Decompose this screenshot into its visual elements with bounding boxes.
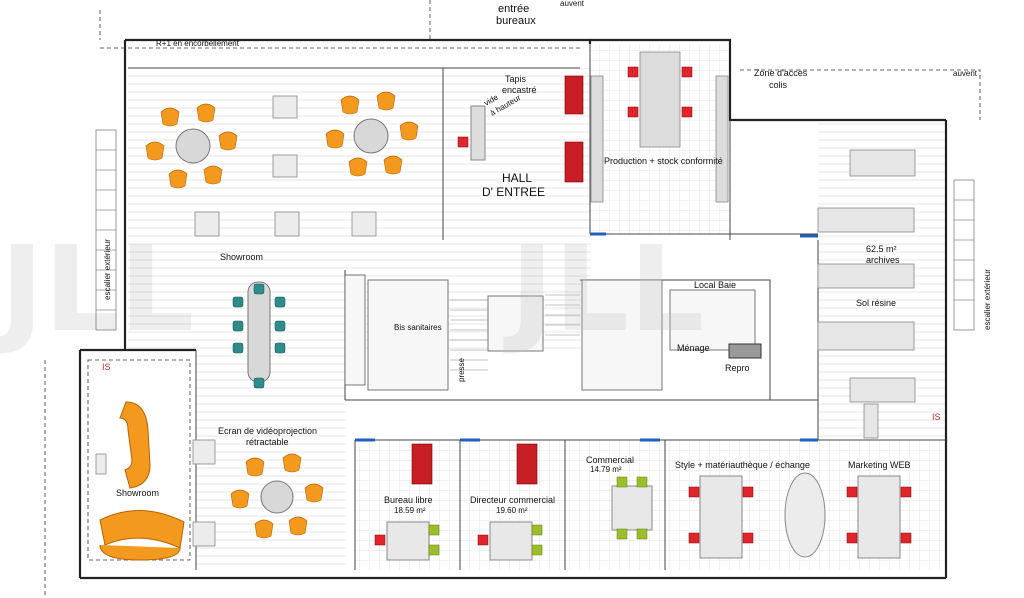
label-showroom-main: Showroom	[220, 252, 263, 262]
conference-table	[232, 281, 286, 389]
reception-desk	[99, 401, 185, 561]
stair-steps	[450, 294, 580, 371]
label-escalier-left: escalier extérieur	[103, 239, 112, 300]
label-auvent-top: auvent	[560, 0, 585, 8]
label-presse: presse	[457, 357, 466, 382]
production-shelving	[590, 51, 729, 203]
directeur-furniture	[477, 521, 543, 561]
hall-desk	[457, 105, 486, 161]
central-core	[344, 274, 756, 391]
label-escalier-right: escalier extérieur	[983, 269, 992, 330]
label-ecran-1: Ecran de vidéoprojection	[218, 426, 317, 436]
label-hall-1: HALL	[502, 171, 532, 185]
style-furniture	[688, 472, 826, 559]
label-marketing: Marketing WEB	[848, 460, 911, 470]
label-archives-area: 62.5 m²	[866, 244, 897, 254]
label-is-right: IS	[932, 412, 941, 422]
label-auvent-right: auvent	[953, 69, 978, 78]
windows	[355, 232, 818, 442]
label-r1: R+1 en encorbellement	[156, 39, 240, 48]
archive-shelving	[817, 149, 916, 439]
label-repro: Repro	[725, 363, 750, 373]
label-commercial: Commercial	[586, 455, 634, 465]
showroom-floor-lower	[196, 350, 346, 570]
label-directeur: Directeur commercial	[470, 495, 555, 505]
exterior-walls	[78, 38, 948, 580]
label-encastre: encastré	[502, 85, 537, 95]
copier	[728, 343, 762, 359]
label-showroom-lower: Showroom	[116, 488, 159, 498]
display-cabinets	[95, 95, 377, 547]
label-hall-2: D' ENTREE	[482, 185, 545, 199]
dashed-outline	[44, 0, 981, 598]
bureau-libre-furniture	[374, 521, 440, 561]
label-bureaux: bureaux	[496, 15, 536, 27]
label-ecran-2: rétractable	[246, 437, 289, 447]
label-is-left: IS	[102, 362, 111, 372]
round-table-1	[145, 103, 238, 189]
label-commercial-area: 14.79 m²	[590, 465, 622, 474]
label-sol-resine: Sol résine	[856, 298, 896, 308]
watermark: JLL	[0, 220, 194, 358]
marketing-furniture	[846, 475, 912, 559]
label-menage: Ménage	[677, 343, 710, 353]
exterior-stairs	[95, 129, 975, 331]
label-entree: entrée	[498, 3, 529, 15]
label-bureau-libre: Bureau libre	[384, 495, 433, 505]
label-local-baie: Local Baie	[694, 280, 736, 290]
label-directeur-area: 19.60 m²	[496, 506, 528, 515]
round-table-3	[230, 453, 324, 539]
label-tapis: Tapis	[505, 74, 527, 84]
commercial-furniture	[611, 476, 653, 540]
watermark-2: JLL	[503, 220, 704, 358]
label-colis: colis	[769, 80, 788, 90]
label-bureau-libre-area: 18.59 m²	[394, 506, 426, 515]
label-style: Style + matériauthèque / échange	[675, 460, 810, 470]
round-table-2	[325, 91, 419, 177]
label-zone-acces: Zone d'accès	[754, 68, 808, 78]
label-production: Production + stock conformité	[604, 156, 723, 166]
label-archives: archives	[866, 255, 900, 265]
red-cabinets	[411, 75, 584, 485]
label-bis-sanitaires: Bis sanitaires	[394, 323, 442, 332]
